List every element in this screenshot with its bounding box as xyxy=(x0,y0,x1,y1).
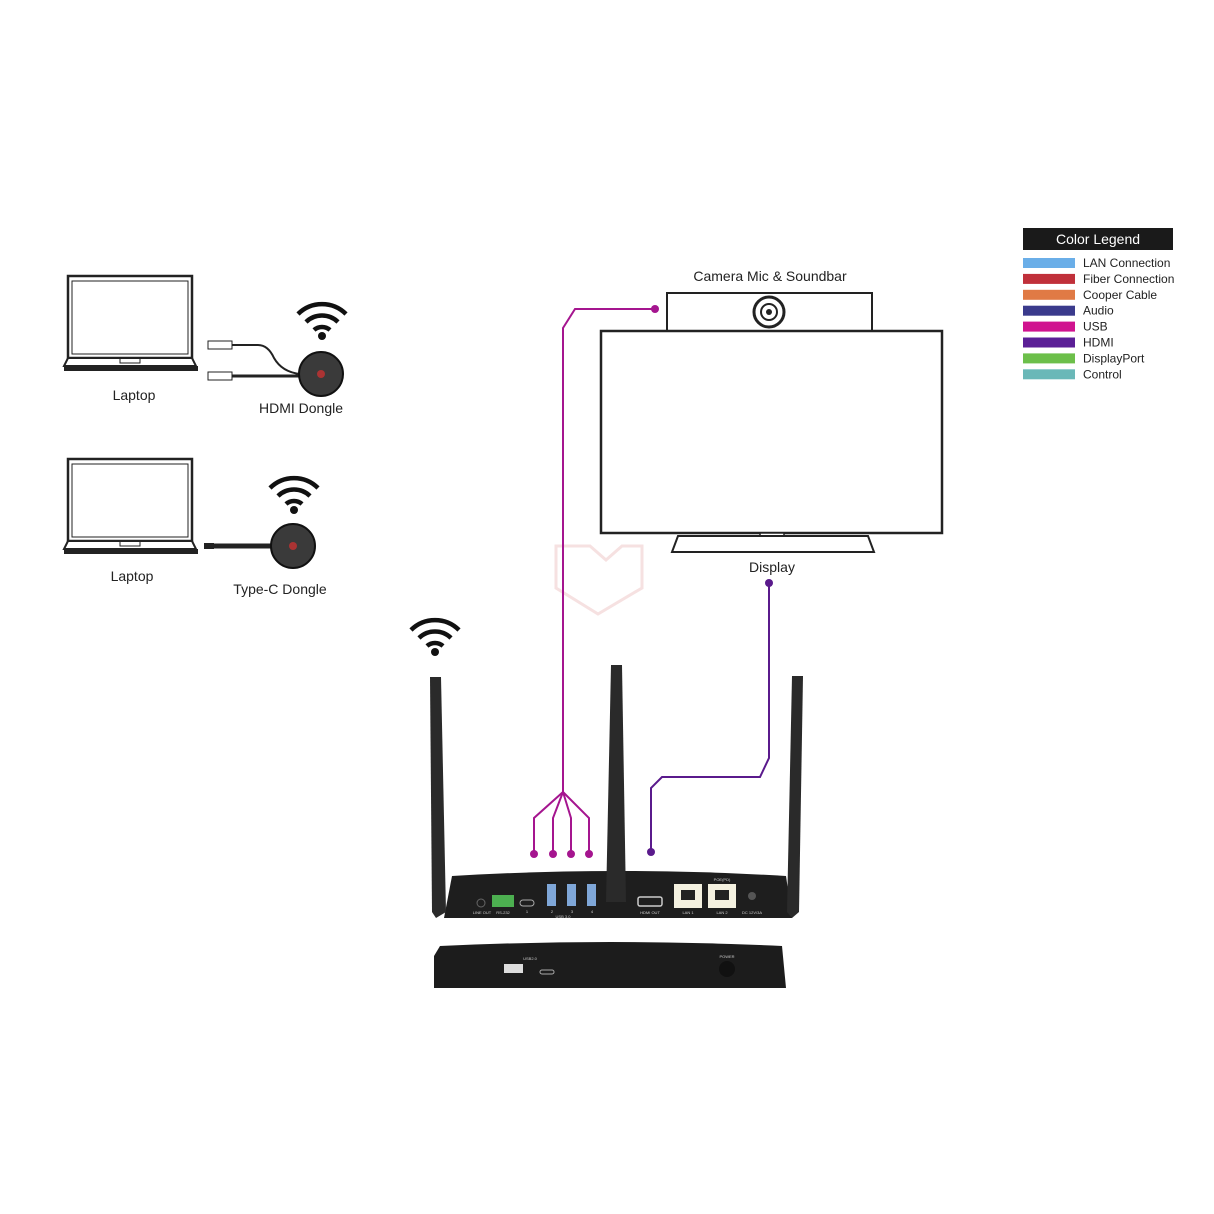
wifi-icon xyxy=(411,620,459,656)
laptop-1 xyxy=(62,274,200,373)
legend-swatch xyxy=(1023,369,1075,380)
legend-swatch xyxy=(1023,305,1075,316)
watermark-logo xyxy=(554,544,644,616)
typec-dongle-label: Type-C Dongle xyxy=(233,581,327,597)
presentation-box-rear: LINE OUT RS-232 1 2 3 4 USB 3.0 HDMI OUT… xyxy=(430,665,803,919)
wifi-icon xyxy=(298,304,346,340)
port-usb4: 4 xyxy=(591,909,594,914)
port-usb1: 1 xyxy=(526,909,529,914)
legend-label: Control xyxy=(1083,367,1122,381)
usb-endpoints xyxy=(530,305,659,858)
legend-swatch xyxy=(1023,321,1075,332)
port-usb3: 3 xyxy=(571,909,574,914)
hdmi-dongle-label: HDMI Dongle xyxy=(259,400,343,416)
legend-swatch xyxy=(1023,289,1075,300)
usb-cable xyxy=(533,308,655,854)
laptop-2-label: Laptop xyxy=(111,568,154,584)
port-poe: POE(PD) xyxy=(714,877,731,882)
port-rs232: RS-232 xyxy=(496,910,510,915)
legend-label: USB xyxy=(1083,320,1108,334)
wifi-icon xyxy=(270,478,318,514)
hdmi-cable xyxy=(650,583,770,852)
port-usb20: USB2.0 xyxy=(523,956,538,961)
port-lan2: LAN 2 xyxy=(716,910,728,915)
legend-label: HDMI xyxy=(1083,336,1114,350)
camera-soundbar xyxy=(666,292,873,332)
camera-label: Camera Mic & Soundbar xyxy=(693,268,847,284)
port-usb-label: USB 3.0 xyxy=(556,914,572,919)
port-line-out: LINE OUT xyxy=(473,910,492,915)
hdmi-endpoints xyxy=(647,579,773,856)
display-label: Display xyxy=(749,559,795,575)
legend-swatch xyxy=(1023,353,1075,364)
port-hdmi-out: HDMI OUT xyxy=(640,910,660,915)
legend-swatch xyxy=(1023,337,1075,348)
hdmi-dongle xyxy=(207,340,344,397)
power-button-label: POWER xyxy=(719,954,734,959)
legend-label: DisplayPort xyxy=(1083,351,1145,365)
legend-label: Cooper Cable xyxy=(1083,288,1157,302)
legend-title: Color Legend xyxy=(1056,231,1140,247)
port-dc: DC 12V/3A xyxy=(742,910,762,915)
display xyxy=(599,329,944,553)
laptop-2 xyxy=(62,457,200,556)
presentation-box-front: USB2.0 POWER xyxy=(434,942,786,988)
legend-swatch xyxy=(1023,273,1075,284)
legend-label: LAN Connection xyxy=(1083,256,1170,270)
legend-label: Audio xyxy=(1083,304,1114,318)
port-usb2: 2 xyxy=(551,909,554,914)
legend-label: Fiber Connection xyxy=(1083,272,1174,286)
typec-dongle xyxy=(204,523,316,569)
legend-swatch xyxy=(1023,258,1075,268)
port-lan1: LAN 1 xyxy=(682,910,694,915)
laptop-1-label: Laptop xyxy=(113,387,156,403)
